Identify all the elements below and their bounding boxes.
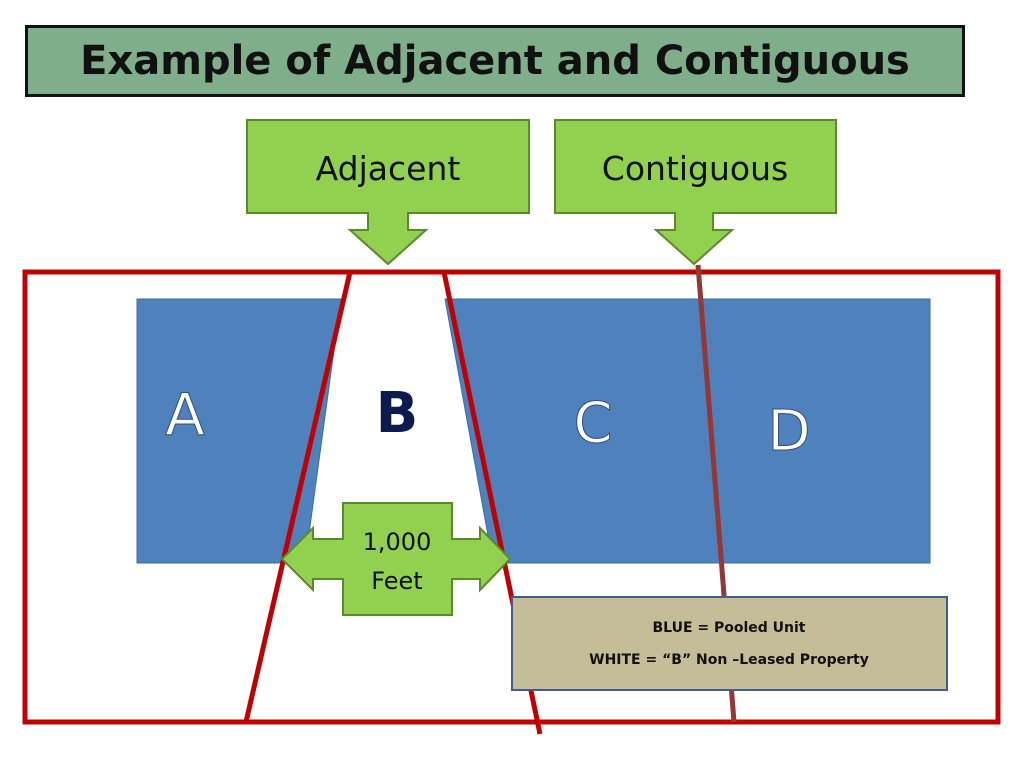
- legend-box: BLUE = Pooled Unit WHITE = “B” Non –Leas…: [511, 596, 948, 691]
- adjacent-label: Adjacent: [316, 149, 461, 188]
- distance-unit: Feet: [371, 567, 422, 595]
- slide-title: Example of Adjacent and Contiguous: [80, 38, 910, 84]
- parcel-a-label: A: [165, 381, 205, 449]
- contiguous-callout: Contiguous: [554, 119, 837, 266]
- pooled-unit-right: [444, 298, 931, 564]
- parcel-c-label: C: [573, 391, 612, 456]
- title-banner: Example of Adjacent and Contiguous: [25, 25, 965, 97]
- parcel-b-label: B: [376, 381, 419, 446]
- adjacent-callout: Adjacent: [246, 119, 530, 266]
- contiguous-label: Contiguous: [602, 149, 788, 188]
- contiguous-callout-shape: [554, 119, 837, 266]
- legend-white-entry: WHITE = “B” Non –Leased Property: [589, 652, 869, 668]
- distance-value: 1,000: [363, 528, 432, 556]
- outer-boundary: [22, 269, 1001, 725]
- distance-arrow-shape: [280, 502, 512, 616]
- legend-background: [511, 596, 948, 691]
- parcel-d-label: D: [767, 399, 810, 464]
- distance-callout: 1,000 Feet: [280, 502, 512, 616]
- adjacent-callout-shape: [246, 119, 530, 266]
- parcel-b-left-line: [243, 271, 353, 723]
- legend-blue-entry: BLUE = Pooled Unit: [652, 620, 805, 636]
